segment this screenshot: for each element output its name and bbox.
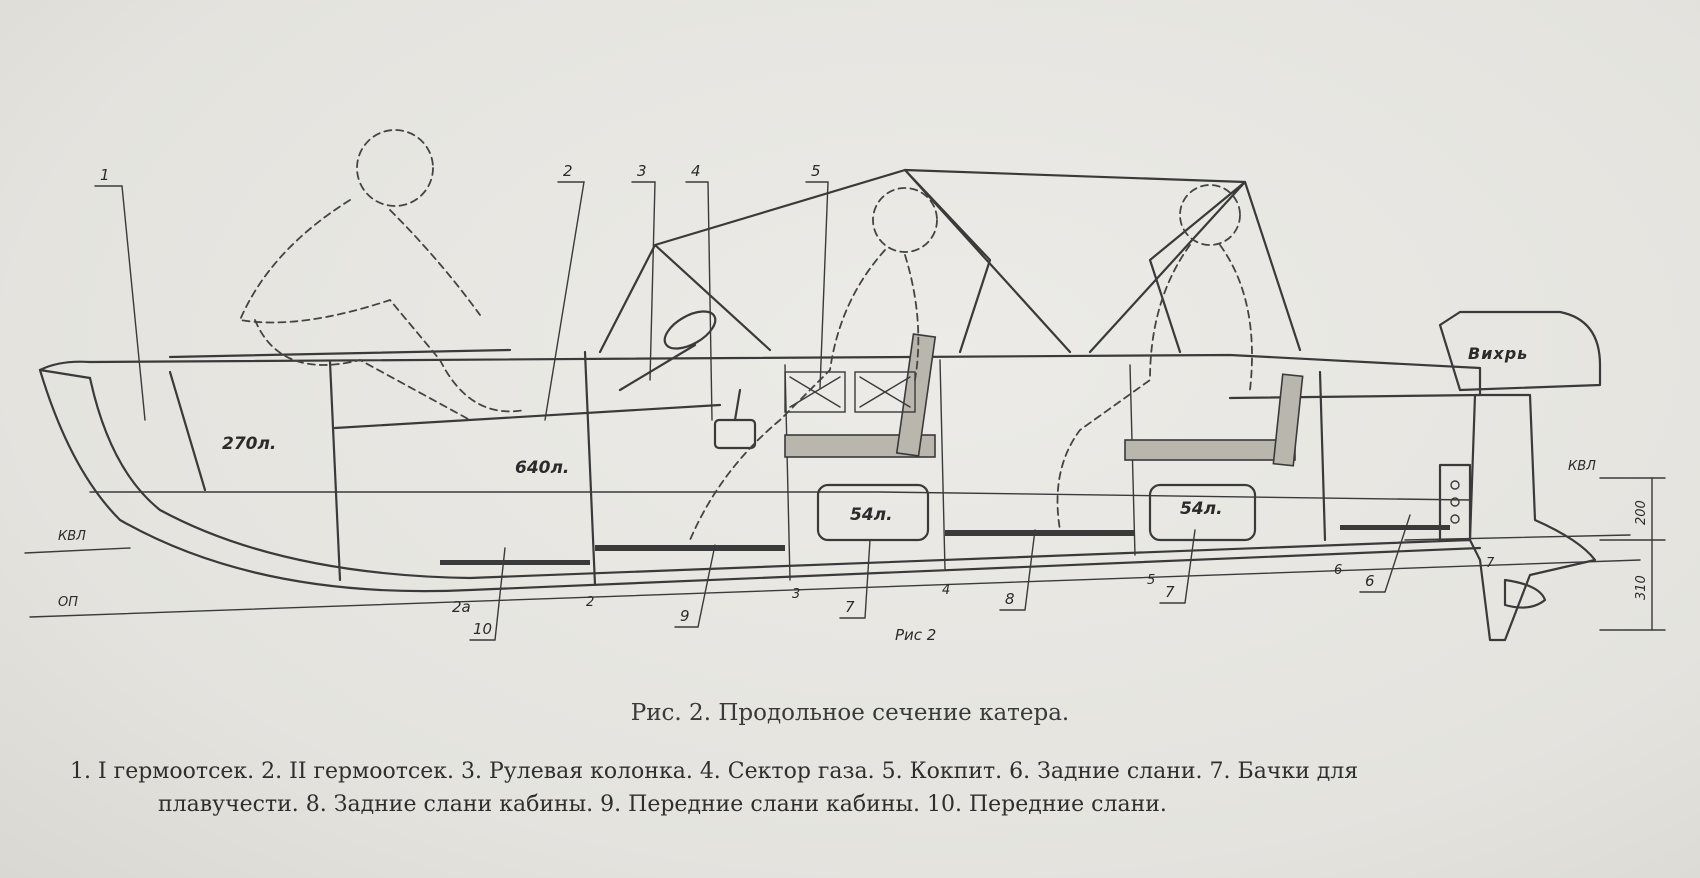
- front-floor: [440, 560, 590, 565]
- callout-9: 9: [680, 607, 690, 625]
- hull-mark-5: 5: [1147, 573, 1155, 588]
- callout-2a: 2а: [452, 598, 471, 616]
- hull-mark-7: 7: [1486, 556, 1495, 571]
- rear-cabin-floor: [945, 530, 1135, 536]
- throttle-lever: [733, 388, 742, 422]
- waterline-left-label: КВЛ: [58, 529, 86, 544]
- leader-1: [94, 185, 146, 421]
- callout-7b: 7: [1165, 583, 1175, 601]
- volume-bow-compartment: 270л.: [222, 434, 276, 454]
- frame-4: [784, 364, 791, 581]
- legend-line-1: 1. I гермоотсек. 2. II гермоотсек. 3. Ру…: [70, 759, 1359, 784]
- hull-mark-3: 3: [792, 587, 800, 602]
- callout-4: 4: [691, 162, 701, 180]
- callout-7a: 7: [845, 598, 855, 616]
- hull-mark-6: 6: [1334, 563, 1342, 578]
- transom-bracket: [1438, 463, 1472, 542]
- dimension-lower: 310: [1634, 575, 1649, 600]
- figure-label: Рис 2: [895, 626, 936, 644]
- frame-2: [328, 360, 342, 582]
- hull-inner: [88, 376, 1472, 580]
- waterline-left-line: [24, 547, 131, 554]
- leader-9: [674, 544, 716, 628]
- boat-section-drawing: КВЛ ОП КВЛ: [24, 129, 1666, 644]
- bracket-hole-1: [1450, 480, 1460, 490]
- leader-6: [1359, 514, 1411, 593]
- callout-2: 2: [563, 162, 573, 180]
- deck-line: [38, 353, 1482, 400]
- buoyancy-tank-left: [816, 483, 930, 542]
- windshield: [598, 243, 772, 354]
- baseline-label: ОП: [58, 595, 78, 610]
- inner-stringer: [333, 403, 722, 430]
- volume-tank-right: 54л.: [1180, 499, 1223, 519]
- caption-legend: 1. I гермоотсек. 2. II гермоотсек. 3. Ру…: [70, 755, 1650, 821]
- hatch-1: [784, 371, 846, 413]
- leader-7b: [1159, 529, 1196, 604]
- leader-5: [805, 181, 829, 389]
- hull-mark-4: 4: [942, 583, 950, 598]
- leader-7a: [839, 539, 871, 619]
- front-seat-back: [895, 333, 937, 457]
- rear-floor: [1340, 525, 1450, 530]
- person-rear-figure: [1056, 184, 1253, 531]
- frame-5: [939, 359, 946, 571]
- chine-line: [89, 491, 1471, 501]
- steering-wheel-icon: [663, 310, 717, 350]
- hull-bottom: [38, 368, 1482, 593]
- frame-3: [583, 350, 597, 587]
- callout-6: 6: [1365, 572, 1375, 590]
- stem: [38, 368, 92, 380]
- bracket-hole-2: [1450, 497, 1460, 507]
- buoyancy-tank-right: [1148, 483, 1257, 542]
- legend-line-2: плавучести. 8. Задние слани кабины. 9. П…: [158, 792, 1167, 817]
- canopy-frames: [903, 168, 1247, 354]
- hatch-crosses: [789, 376, 911, 408]
- steering-column: [618, 343, 697, 392]
- leader-10: [469, 547, 506, 641]
- leader-2: [544, 181, 585, 421]
- leader-4: [685, 181, 713, 421]
- canopy-top: [653, 168, 1302, 352]
- callout-8: 8: [1005, 590, 1015, 608]
- rear-seat-back: [1272, 373, 1304, 467]
- frame-1: [168, 370, 207, 492]
- volume-second-compartment: 640л.: [515, 458, 569, 478]
- frame-7: [1318, 370, 1327, 542]
- waterline-right-label: КВЛ: [1568, 459, 1596, 474]
- bracket-hole-3: [1450, 514, 1460, 524]
- leader-8: [999, 529, 1036, 611]
- hatch-2: [854, 371, 916, 413]
- rear-seat: [1124, 439, 1296, 461]
- bow-rail: [168, 348, 512, 359]
- person-driver-figure: [689, 187, 938, 541]
- outboard-motor: Вихрь: [1438, 310, 1602, 642]
- callout-5: 5: [811, 162, 821, 180]
- hull-mark-2: 2: [586, 595, 594, 610]
- dimension-upper: 200: [1634, 500, 1649, 525]
- baseline-line: [29, 559, 1641, 618]
- person-bow-figure: [238, 129, 526, 421]
- volume-tank-left: 54л.: [850, 505, 893, 525]
- callout-1: 1: [100, 166, 110, 184]
- caption-title: Рис. 2. Продольное сечение катера.: [630, 700, 1070, 726]
- callout-3: 3: [637, 162, 647, 180]
- leader-3: [631, 181, 656, 381]
- throttle-sector: [713, 418, 757, 450]
- front-cabin-floor: [595, 545, 785, 551]
- waterline-right-line: [1404, 534, 1631, 541]
- motor-brand-label: Вихрь: [1468, 344, 1528, 363]
- callout-10: 10: [473, 620, 492, 638]
